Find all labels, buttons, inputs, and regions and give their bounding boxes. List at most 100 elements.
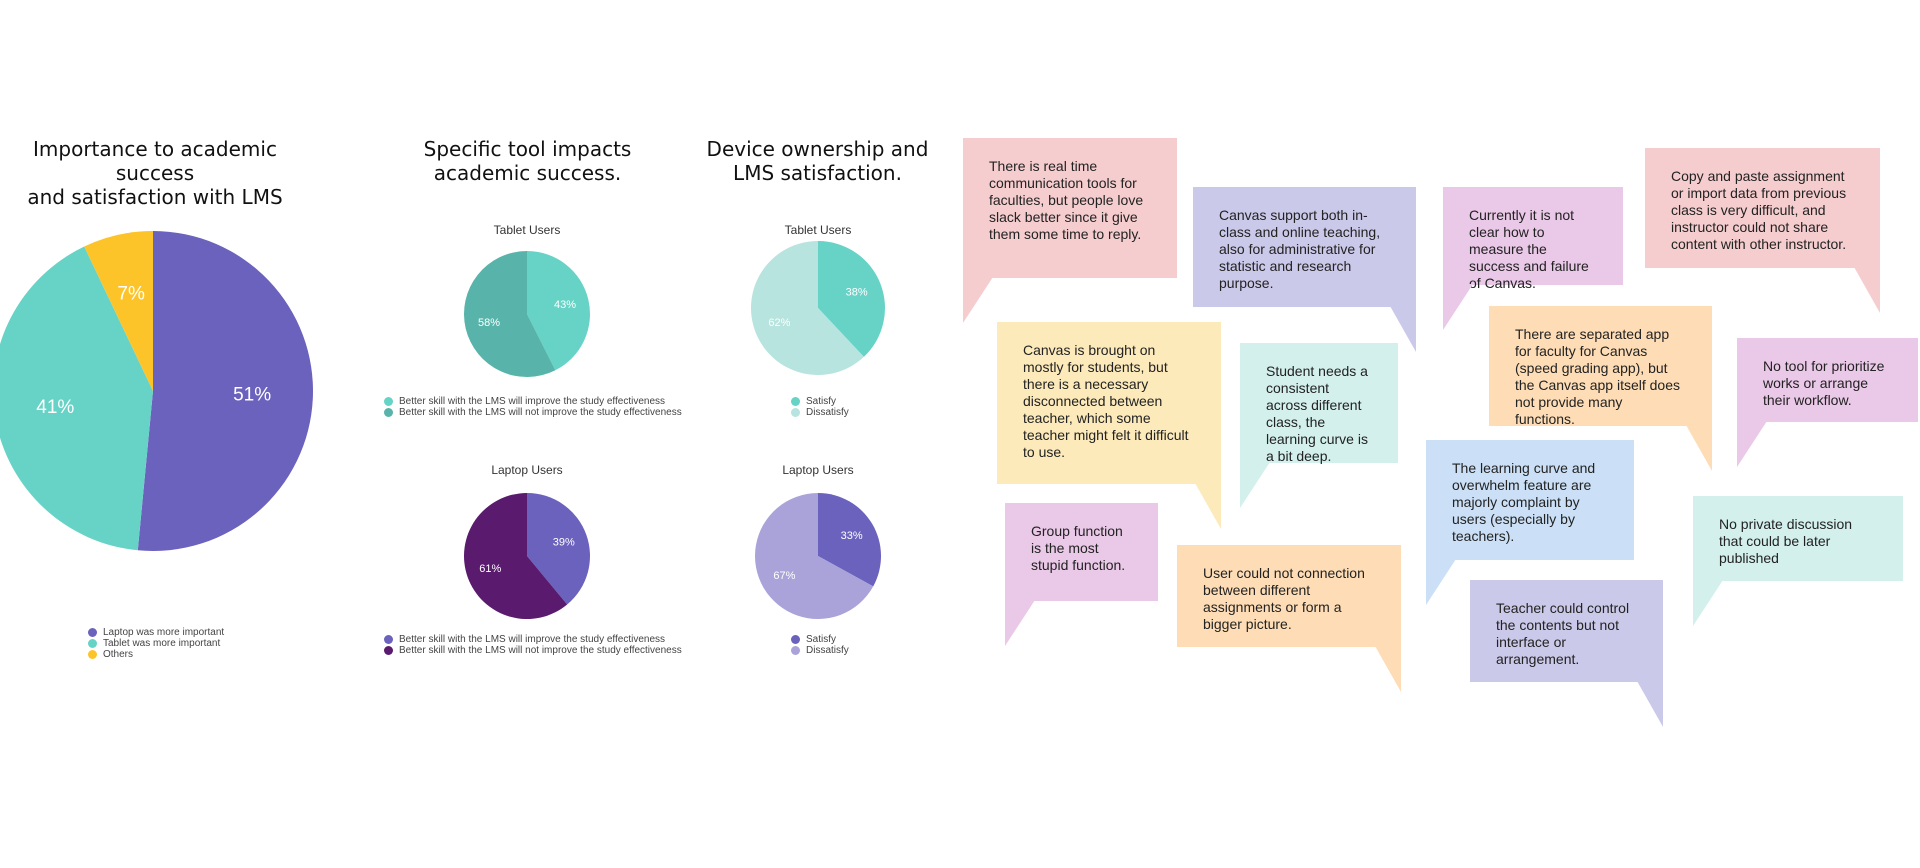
quote-text: Canvas support both in-class and online … <box>1193 187 1416 307</box>
pie-slice-label: 41% <box>36 397 74 418</box>
quote-text: No private discussion that could be late… <box>1693 496 1903 581</box>
quote-bubble: The learning curve and overwhelm feature… <box>1426 440 1634 605</box>
quote-text: User could not connection between differ… <box>1177 545 1401 647</box>
pie-slice <box>755 493 874 620</box>
legend-swatch <box>88 639 97 648</box>
speech-tail <box>1195 483 1221 529</box>
pie-chart-tool-laptop: 39% 61% <box>464 493 591 619</box>
legend-tool-tablet: Better skill with the LMS will improve t… <box>384 396 682 418</box>
legend-swatch <box>791 397 800 406</box>
legend-item: Better skill with the LMS will improve t… <box>384 396 682 407</box>
pie-chart-device-tablet: 38% 62% <box>751 241 885 376</box>
quote-text: Canvas is brought on mostly for students… <box>997 322 1221 484</box>
pie-slice <box>818 493 882 587</box>
pie-slice <box>137 231 313 551</box>
legend-item: Satisfy <box>791 396 849 407</box>
legend-label: Dissatisfy <box>806 407 849 418</box>
quote-bubble: Copy and paste assignment or import data… <box>1645 148 1880 313</box>
legend-label: Laptop was more important <box>103 627 225 638</box>
legend-swatch <box>791 646 800 655</box>
legend-label: Dissatisfy <box>806 645 849 656</box>
pie-slice-label: 51% <box>233 385 271 406</box>
quote-text: Copy and paste assignment or import data… <box>1645 148 1880 268</box>
legend-label: Better skill with the LMS will improve t… <box>399 634 666 645</box>
legend-label: Better skill with the LMS will not impro… <box>399 407 682 418</box>
pie-chart-tool-tablet: 43% 58% <box>464 251 590 378</box>
speech-tail <box>1426 559 1456 605</box>
subtitle-device-laptop: Laptop Users <box>782 463 854 477</box>
quote-text: There is real time communication tools f… <box>963 138 1177 278</box>
quote-bubble: There is real time communication tools f… <box>963 138 1177 323</box>
quote-bubble: Student needs a consistent across differ… <box>1240 343 1398 508</box>
quote-text: No tool for prioritize works or arrange … <box>1737 338 1918 422</box>
pie-slice <box>464 493 568 619</box>
legend-swatch <box>88 650 97 659</box>
speech-tail <box>1390 306 1416 352</box>
legend-tool-laptop: Better skill with the LMS will improve t… <box>384 634 682 656</box>
pie-slice-label: 38% <box>846 287 868 299</box>
legend-swatch <box>88 628 97 637</box>
pie-slice <box>751 241 864 376</box>
legend-item: Tablet was more important <box>88 638 224 649</box>
legend-item: Dissatisfy <box>791 407 849 418</box>
quote-bubble: Currently it is not clear how to measure… <box>1443 187 1623 330</box>
legend-item: Dissatisfy <box>791 645 849 656</box>
speech-tail <box>1005 600 1035 646</box>
legend-item: Better skill with the LMS will not impro… <box>384 645 682 656</box>
legend-swatch <box>384 635 393 644</box>
legend-item: Satisfy <box>791 634 849 645</box>
legend-item: Laptop was more important <box>88 627 224 638</box>
speech-tail <box>1240 462 1270 508</box>
legend-label: Satisfy <box>806 634 837 645</box>
pie-slice <box>464 251 556 378</box>
quote-bubble: User could not connection between differ… <box>1177 545 1401 692</box>
pie-slice-label: 58% <box>478 317 500 329</box>
pie-slice-label: 7% <box>117 283 145 304</box>
speech-tail <box>1737 421 1767 467</box>
chart-title-device-ownership: Device ownership and LMS satisfaction. <box>706 137 929 185</box>
legend-swatch <box>384 397 393 406</box>
quote-text: The learning curve and overwhelm feature… <box>1426 440 1634 560</box>
quote-text: Group function is the most stupid functi… <box>1005 503 1158 601</box>
pie-chart-device-laptop: 33% 67% <box>755 493 882 620</box>
quote-bubble: Teacher could control the contents but n… <box>1470 580 1663 727</box>
quote-bubble: Group function is the most stupid functi… <box>1005 503 1158 646</box>
legend-label: Better skill with the LMS will improve t… <box>399 396 666 407</box>
pie-slice-label: 43% <box>554 299 576 311</box>
pie-slice-label: 62% <box>768 317 790 329</box>
legend-item: Better skill with the LMS will not impro… <box>384 407 682 418</box>
speech-tail <box>1443 284 1473 330</box>
quote-bubble: No private discussion that could be late… <box>1693 496 1903 626</box>
quote-bubble: Canvas support both in-class and online … <box>1193 187 1416 352</box>
subtitle-tool-laptop: Laptop Users <box>491 463 563 477</box>
subtitle-tool-tablet: Tablet Users <box>493 223 561 237</box>
speech-tail <box>963 277 993 323</box>
legend-label: Satisfy <box>806 396 837 407</box>
quote-text: Student needs a consistent across differ… <box>1240 343 1398 464</box>
quote-text: Teacher could control the contents but n… <box>1470 580 1663 682</box>
pie-slice-label: 39% <box>553 537 575 549</box>
speech-tail <box>1375 646 1401 692</box>
legend-item: Others <box>88 649 224 660</box>
legend-swatch <box>791 408 800 417</box>
legend-label: Better skill with the LMS will not impro… <box>399 645 682 656</box>
legend-swatch <box>384 408 393 417</box>
pie-slice-label: 67% <box>773 570 795 582</box>
pie-chart-importance: 51% 41% 7% <box>0 231 313 551</box>
pie-slice <box>0 246 153 551</box>
chart-title-tool-impacts: Specific tool impacts academic success. <box>423 137 632 185</box>
speech-tail <box>1637 681 1663 727</box>
legend-swatch <box>791 635 800 644</box>
legend-swatch <box>384 646 393 655</box>
quote-bubble: There are separated app for faculty for … <box>1489 306 1712 471</box>
pie-slice <box>527 493 591 605</box>
subtitle-device-tablet: Tablet Users <box>784 223 852 237</box>
pie-slice <box>84 231 153 391</box>
chart-title-importance: Importance to academic success and satis… <box>27 137 283 209</box>
pie-slice-label: 61% <box>479 563 501 575</box>
pie-slice-label: 33% <box>841 530 863 542</box>
speech-tail <box>1854 267 1880 313</box>
